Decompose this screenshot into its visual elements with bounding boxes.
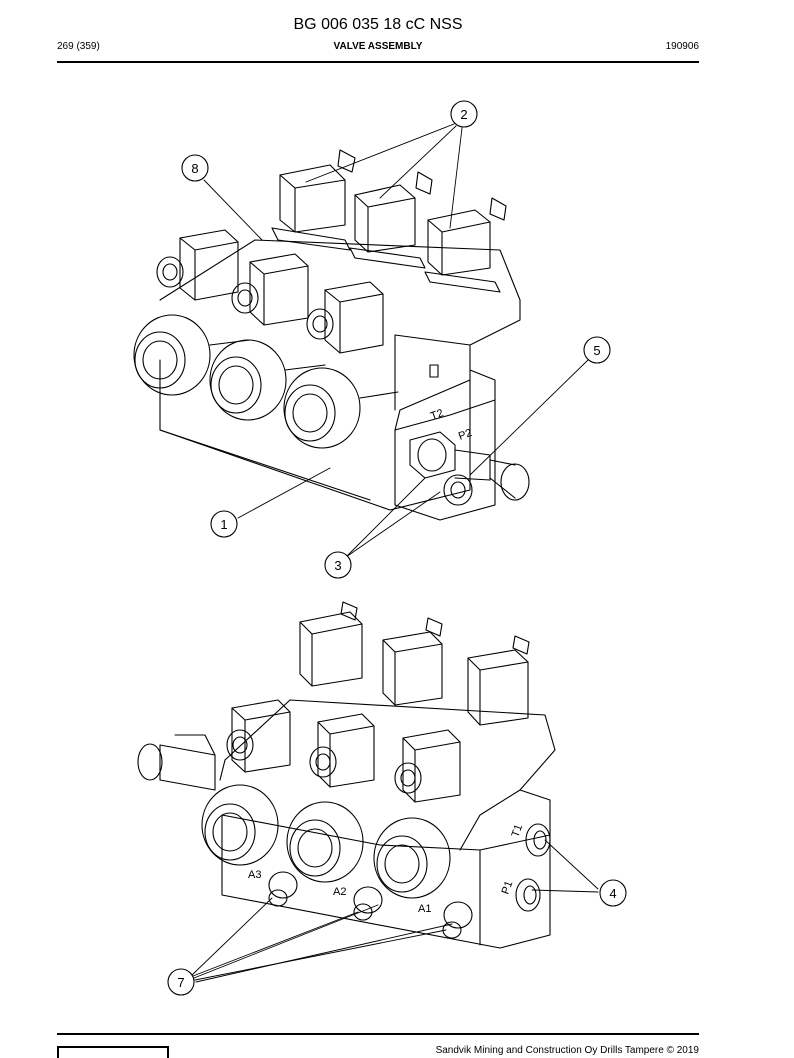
bottom-leader-lines — [191, 839, 599, 983]
footer-rule — [57, 1033, 699, 1035]
port-label-t1: T1 — [510, 823, 526, 839]
bottom-valve-bodies — [224, 699, 556, 851]
document-date: 190906 — [665, 41, 699, 52]
top-leader-lines — [203, 123, 589, 558]
svg-text:7: 7 — [177, 975, 184, 990]
page-number: 269 (359) — [57, 41, 100, 52]
svg-text:3: 3 — [334, 558, 341, 573]
top-valve-view: T2 P2 — [133, 123, 589, 558]
callout-2: 2 — [450, 100, 478, 128]
top-manifold-outline — [159, 359, 471, 511]
sandvik-logo — [57, 1046, 169, 1058]
bottom-port-plugs — [268, 823, 551, 939]
svg-text:4: 4 — [609, 886, 616, 901]
callout-7: 7 — [167, 968, 195, 996]
top-port-block — [394, 369, 496, 521]
bottom-left-fitting — [137, 734, 216, 791]
header-rule — [57, 61, 699, 63]
top-valve-bodies — [159, 239, 521, 431]
svg-text:2: 2 — [460, 107, 467, 122]
port-label-p1: P1 — [500, 879, 516, 896]
document-title: BG 006 035 18 cC NSS — [293, 16, 463, 33]
top-upper-coils — [271, 149, 507, 293]
bottom-override-knobs — [201, 784, 451, 899]
callout-1: 1 — [210, 510, 238, 538]
bottom-valve-view: A3 A2 A1 T1 P1 — [137, 601, 599, 983]
section-title: VALVE ASSEMBLY — [333, 41, 423, 52]
callout-8: 8 — [181, 154, 209, 182]
port-label-t2: T2 — [429, 407, 445, 423]
port-label-a1: A1 — [418, 903, 431, 915]
callout-5: 5 — [583, 336, 611, 364]
port-label-p2: P2 — [457, 427, 474, 443]
footer-copyright: Sandvik Mining and Construction Oy Drill… — [435, 1045, 699, 1056]
top-lower-coils — [156, 229, 384, 354]
svg-text:5: 5 — [593, 343, 600, 358]
bottom-lower-coils — [226, 699, 461, 803]
port-label-a3: A3 — [248, 869, 261, 881]
callout-4: 4 — [599, 879, 627, 907]
port-label-a2: A2 — [333, 886, 346, 898]
bottom-upper-coils — [299, 601, 530, 726]
bottom-manifold-outline — [221, 789, 551, 949]
top-fittings — [409, 431, 530, 506]
top-override-knobs — [133, 314, 399, 449]
svg-text:8: 8 — [191, 161, 198, 176]
callout-3: 3 — [324, 551, 352, 579]
svg-text:1: 1 — [220, 517, 227, 532]
